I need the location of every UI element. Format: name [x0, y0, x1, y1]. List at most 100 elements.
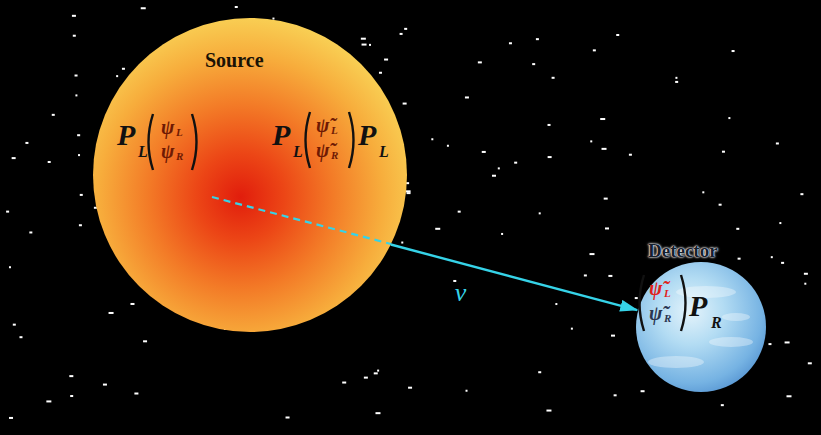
cloud-streak — [709, 337, 753, 347]
cloud-streak — [648, 356, 704, 368]
node-heading: Detector — [648, 241, 718, 260]
star — [776, 142, 779, 144]
star — [362, 44, 367, 46]
star — [79, 224, 82, 226]
star — [431, 138, 433, 140]
formula-symbol: ψ — [161, 117, 174, 137]
bracket — [640, 275, 645, 331]
star — [466, 390, 468, 392]
formula-subscript: R — [711, 315, 722, 331]
star — [116, 75, 118, 77]
formula-subscript: R — [331, 150, 338, 161]
star — [492, 175, 496, 177]
star — [736, 228, 739, 230]
star — [600, 118, 605, 120]
star — [498, 167, 500, 169]
star — [46, 400, 51, 402]
star — [48, 161, 51, 163]
star — [501, 233, 503, 235]
star — [808, 362, 812, 364]
neutrino-path-inside — [212, 197, 391, 244]
formula-symbol: P — [117, 120, 135, 150]
star — [590, 140, 592, 142]
star — [77, 134, 80, 136]
source-sphere: SourcePLψLψRPLψ̃Lψ̃RPL — [93, 18, 407, 332]
star — [384, 59, 388, 61]
star — [70, 395, 73, 397]
star — [465, 96, 469, 98]
star — [732, 50, 735, 52]
star — [532, 63, 535, 65]
star — [374, 372, 378, 374]
star — [571, 328, 573, 330]
star — [722, 151, 725, 153]
star — [721, 404, 724, 406]
star — [361, 38, 366, 40]
formula-symbol: P — [689, 291, 707, 321]
star — [538, 371, 541, 373]
star — [286, 416, 290, 418]
star — [804, 273, 808, 275]
star — [379, 72, 382, 74]
formula-subscript: L — [664, 288, 671, 299]
star — [19, 336, 22, 338]
star — [514, 162, 517, 164]
star — [78, 154, 80, 156]
star — [73, 35, 76, 37]
star — [403, 103, 407, 105]
star — [536, 38, 539, 40]
star — [134, 393, 138, 395]
star — [804, 283, 806, 285]
star — [548, 124, 551, 126]
neutrino-arrow — [391, 245, 637, 311]
star — [375, 412, 380, 414]
star — [75, 94, 77, 96]
formula-subscript: L — [293, 144, 303, 160]
star — [604, 198, 608, 200]
star — [478, 61, 482, 63]
star — [401, 242, 403, 244]
star — [635, 297, 638, 299]
star — [509, 42, 512, 44]
star — [785, 341, 790, 343]
formula-symbol: ψ̃ — [649, 278, 662, 298]
detector-sphere: Detectorψ̃Lψ̃RPR — [636, 262, 766, 392]
star — [72, 15, 76, 17]
star — [109, 312, 114, 314]
star — [103, 384, 107, 386]
star — [605, 227, 609, 229]
bracket — [192, 114, 197, 170]
star — [539, 212, 541, 214]
formula-symbol: ψ̃ — [316, 140, 329, 160]
star — [552, 77, 555, 79]
formula-symbol: P — [272, 120, 290, 150]
star — [408, 387, 412, 389]
star — [404, 28, 407, 30]
star — [143, 340, 147, 342]
star — [458, 211, 461, 213]
star — [629, 154, 632, 156]
formula-symbol: ψ̃ — [649, 303, 662, 323]
star — [122, 68, 125, 70]
formula-subscript: L — [138, 144, 148, 160]
formula-subscript: R — [176, 151, 183, 162]
star — [400, 33, 403, 35]
star — [9, 417, 13, 419]
star — [800, 193, 803, 195]
formula-subscript: L — [379, 144, 389, 160]
star — [593, 49, 596, 51]
bracket — [681, 275, 686, 331]
star — [130, 303, 134, 305]
star — [728, 117, 730, 119]
star — [611, 335, 615, 337]
star — [786, 395, 791, 397]
star — [141, 7, 146, 9]
star — [555, 303, 557, 305]
bracket — [149, 114, 154, 170]
star — [75, 75, 78, 77]
star — [589, 253, 594, 255]
star — [771, 256, 773, 258]
star — [364, 377, 368, 379]
star — [342, 382, 346, 384]
star — [12, 157, 16, 159]
